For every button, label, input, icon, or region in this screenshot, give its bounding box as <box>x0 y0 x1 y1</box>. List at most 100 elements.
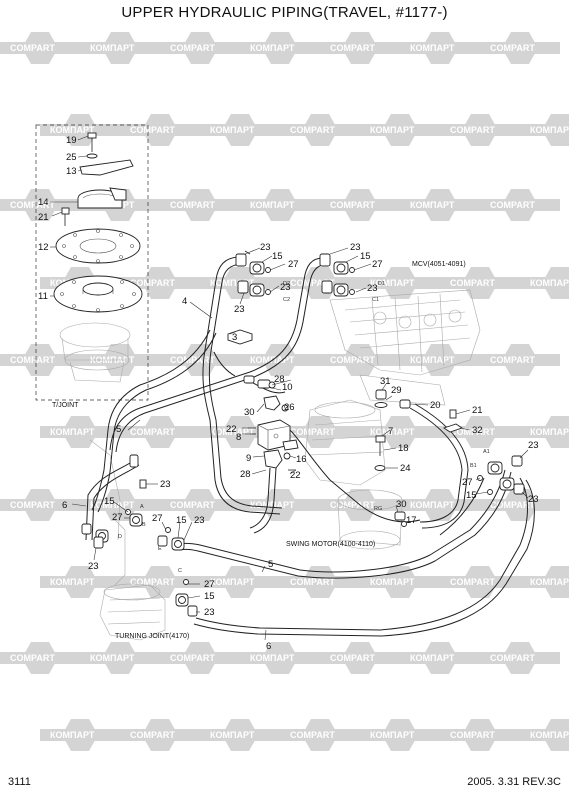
callout: 8 <box>236 432 241 443</box>
callout: 4 <box>182 296 187 307</box>
callout: 27 <box>204 579 215 590</box>
callout: 14 <box>38 197 49 208</box>
watermark-logo: КОМПАРТ <box>80 642 160 674</box>
watermark-logo: КОМПАРТ <box>240 189 320 221</box>
watermark-logo: КОМПАРТ <box>400 489 480 521</box>
turning-joint-body <box>89 439 166 641</box>
callout: 9 <box>246 453 251 464</box>
watermark-text: КОМПАРТ <box>210 278 255 288</box>
watermark-logo: COMPART <box>0 642 80 674</box>
callout: 29 <box>391 385 402 396</box>
watermark-text: КОМПАРТ <box>90 43 135 53</box>
watermark-logo: COMPART <box>320 344 400 376</box>
watermark-logo: COMPART <box>440 267 520 299</box>
callout: 28 <box>240 469 251 480</box>
swing-motor-label: SWING MOTOR(4100-4110) <box>286 541 375 548</box>
callout: 31 <box>380 376 391 387</box>
watermark-logo: COMPART <box>440 719 520 751</box>
callout: 22 <box>226 424 237 435</box>
callout: 17 <box>406 515 417 526</box>
watermark-logo: COMPART <box>320 189 400 221</box>
callout: 6 <box>266 641 271 652</box>
watermark-text: КОМПАРТ <box>410 653 455 663</box>
port-label: A <box>140 504 144 510</box>
callout: 15 <box>204 591 215 602</box>
watermark-logo: КОМПАРТ <box>520 416 569 448</box>
watermark-text: КОМПАРТ <box>410 500 455 510</box>
watermark-text: COMPART <box>170 43 215 53</box>
watermark-text: КОМПАРТ <box>50 125 95 135</box>
watermark-text: КОМПАРТ <box>530 427 569 437</box>
callout: 15 <box>360 251 371 262</box>
watermark-logo: КОМПАРТ <box>360 566 440 598</box>
watermark-text: КОМПАРТ <box>250 500 295 510</box>
watermark-text: COMPART <box>490 653 535 663</box>
watermark-text: КОМПАРТ <box>370 427 415 437</box>
callout: 27 <box>462 477 473 488</box>
callout: 27 <box>112 512 123 523</box>
watermark-text: COMPART <box>490 200 535 210</box>
watermark-text: КОМПАРТ <box>90 653 135 663</box>
watermark-logo: КОМПАРТ <box>40 566 120 598</box>
callout: 30 <box>244 407 255 418</box>
callout: 28 <box>274 374 285 385</box>
watermark-logo: КОМПАРТ <box>80 32 160 64</box>
turning-joint-label: TURNING JOINT(4170) <box>115 633 189 640</box>
watermark-logo: КОМПАРТ <box>40 114 120 146</box>
port-label: D1 <box>378 281 385 287</box>
watermark-logo: COMPART <box>120 114 200 146</box>
t-joint-parts <box>53 132 143 313</box>
callout: 5 <box>116 424 121 435</box>
callout: 23 <box>234 304 245 315</box>
watermark-text: КОМПАРТ <box>50 427 95 437</box>
watermark-logo: COMPART <box>0 344 80 376</box>
t-joint-detail-box <box>35 124 149 401</box>
page-code: 3111 <box>8 776 31 788</box>
callout: 21 <box>38 212 49 223</box>
watermark-text: КОМПАРТ <box>410 43 455 53</box>
watermark-text: COMPART <box>130 577 175 587</box>
port-label: E <box>158 546 162 552</box>
callout: 3 <box>232 332 237 343</box>
watermark-text: КОМПАРТ <box>410 200 455 210</box>
watermark-logo: КОМПАРТ <box>400 344 480 376</box>
watermark-logo: COMPART <box>120 416 200 448</box>
watermark-text: COMPART <box>170 200 215 210</box>
watermark-logo: COMPART <box>440 114 520 146</box>
watermark-logo: КОМПАРТ <box>200 719 280 751</box>
watermark-logo: COMPART <box>440 566 520 598</box>
watermark-logo: КОМПАРТ <box>520 566 569 598</box>
watermark-text: COMPART <box>290 427 335 437</box>
watermark-text: COMPART <box>450 730 495 740</box>
watermark-text: КОМПАРТ <box>370 125 415 135</box>
watermark-logo: COMPART <box>160 32 240 64</box>
watermark-logo: КОМПАРТ <box>400 189 480 221</box>
watermark-text: COMPART <box>170 500 215 510</box>
t-joint-label: T/JOINT <box>52 402 79 409</box>
watermark-logo: КОМПАРТ <box>520 267 569 299</box>
callout: 22 <box>290 470 301 481</box>
callout: 23 <box>367 283 378 294</box>
watermark-text: COMPART <box>10 653 55 663</box>
callout: 23 <box>280 282 291 293</box>
watermark-text: COMPART <box>490 355 535 365</box>
watermark-logo: КОМПАРТ <box>240 32 320 64</box>
watermark-logo: COMPART <box>280 566 360 598</box>
watermark-text: КОМПАРТ <box>250 653 295 663</box>
watermark-logo: COMPART <box>320 32 400 64</box>
page-title: UPPER HYDRAULIC PIPING(TRAVEL, #1177-) <box>121 4 448 21</box>
watermark-logo: COMPART <box>120 267 200 299</box>
watermark-logo: КОМПАРТ <box>400 642 480 674</box>
watermark-logo: КОМПАРТ <box>40 416 120 448</box>
callout: 19 <box>66 135 77 146</box>
callout: 18 <box>398 443 409 454</box>
watermark-text: COMPART <box>10 43 55 53</box>
watermark-text: COMPART <box>170 355 215 365</box>
callout: 27 <box>152 513 163 524</box>
watermark-logo: COMPART <box>120 719 200 751</box>
port-label: C <box>178 568 182 574</box>
watermark-logo: COMPART <box>480 344 560 376</box>
watermark-logo: КОМПАРТ <box>360 114 440 146</box>
callout: 20 <box>430 400 441 411</box>
watermark-logo: COMPART <box>120 566 200 598</box>
